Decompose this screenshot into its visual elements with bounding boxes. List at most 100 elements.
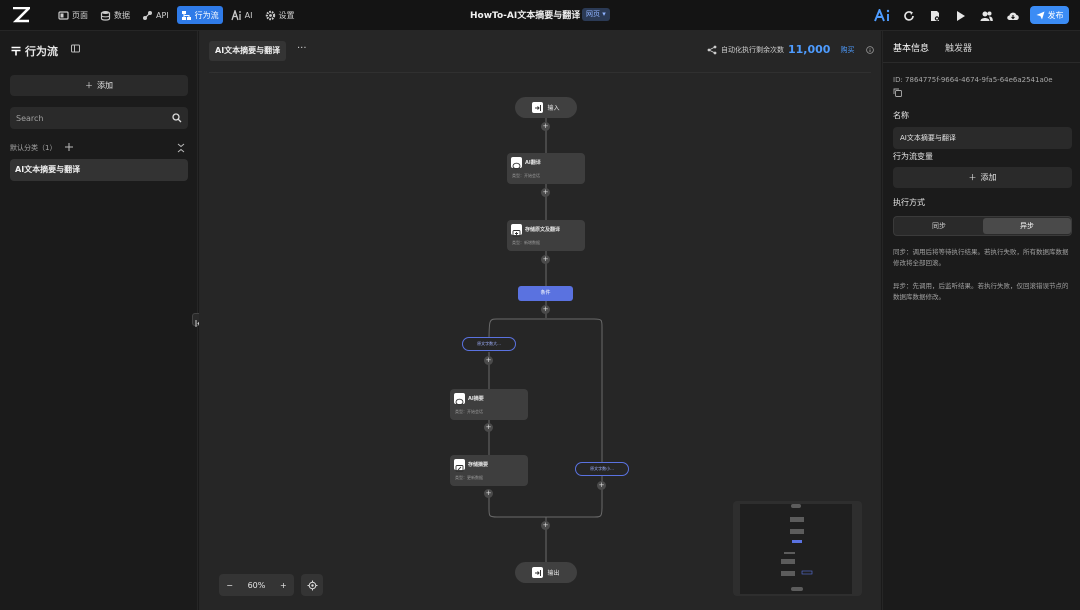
settings-doc-icon[interactable] xyxy=(926,7,943,24)
input-icon xyxy=(532,102,544,113)
nav-item-ai[interactable]: AI xyxy=(227,6,257,24)
node-type: 类型：新增数据 xyxy=(512,240,540,245)
panel-title: 行为流 xyxy=(11,43,58,59)
zoom-in-button[interactable]: + xyxy=(279,580,287,590)
database-icon xyxy=(100,10,111,21)
add-node-button[interactable]: + xyxy=(484,489,493,498)
nav-label: API xyxy=(156,10,169,20)
output-node[interactable]: 输出 xyxy=(515,562,577,583)
flow-canvas[interactable]: AI文本摘要与翻译 ··· 自动化执行剩余次数 11,000 购买 xyxy=(199,31,881,610)
node-title: 存储原文及翻译 xyxy=(525,227,561,233)
mode-async-option[interactable]: 异步 xyxy=(983,218,1071,234)
flow-tab[interactable]: AI文本摘要与翻译 xyxy=(209,41,287,61)
logo-icon[interactable] xyxy=(12,7,30,23)
name-label: 名称 xyxy=(893,111,909,120)
minimap[interactable] xyxy=(733,501,862,596)
nav-item-api[interactable]: API xyxy=(138,6,173,24)
play-icon[interactable] xyxy=(952,7,969,24)
add-node-button[interactable]: + xyxy=(541,521,550,530)
canvas-header: AI文本摘要与翻译 ··· 自动化执行剩余次数 11,000 购买 xyxy=(199,31,881,72)
add-node-button[interactable]: + xyxy=(541,188,550,197)
nav-label: 行为流 xyxy=(194,10,219,20)
nav-item-settings[interactable]: 设置 xyxy=(261,6,299,24)
nav-label: 设置 xyxy=(278,10,295,20)
branch-right[interactable]: 原文字数小... xyxy=(575,462,629,476)
add-flow-label: 添加 xyxy=(97,81,113,90)
add-category-icon[interactable] xyxy=(64,142,74,152)
api-icon xyxy=(143,10,152,20)
node-title: AI摘要 xyxy=(468,396,484,402)
store-summary-node[interactable]: 存储摘要 类型：更新数据 xyxy=(450,455,528,486)
node-type: 类型：开始会话 xyxy=(455,409,483,414)
locate-button[interactable] xyxy=(301,574,323,596)
ai-translate-node[interactable]: AI翻译 类型：开始会话 xyxy=(507,153,585,184)
buy-link[interactable]: 购买 xyxy=(840,45,855,54)
category-row[interactable]: 默认分类（1） xyxy=(10,143,188,155)
flow-list-item[interactable]: AI文本摘要与翻译 xyxy=(10,159,188,181)
more-options-button[interactable]: ··· xyxy=(297,43,307,54)
add-node-button[interactable]: + xyxy=(597,481,606,490)
divider xyxy=(209,72,871,73)
properties-tabs: 基本信息 触发器 xyxy=(883,31,1080,63)
minimap-nodes xyxy=(781,504,813,591)
add-variable-button[interactable]: ＋ 添加 xyxy=(893,167,1072,188)
gear-icon xyxy=(265,10,275,20)
collapse-category-icon[interactable] xyxy=(177,143,185,153)
add-node-button[interactable]: + xyxy=(541,305,550,314)
add-node-button[interactable]: + xyxy=(484,423,493,432)
node-type: 类型：更新数据 xyxy=(455,475,483,480)
crosshair-icon xyxy=(307,580,317,590)
mode-sync-option[interactable]: 同步 xyxy=(932,222,946,230)
cloud-download-icon[interactable] xyxy=(1004,7,1021,24)
zoom-control: − 60% + xyxy=(219,574,294,596)
users-icon[interactable] xyxy=(978,7,995,24)
left-panel: 行为流 ＋ 添加 默认分类（1） AI文本摘要与翻译 xyxy=(0,31,198,610)
info-icon[interactable] xyxy=(866,45,875,54)
database-add-icon xyxy=(511,224,522,237)
condition-node[interactable]: 条件 xyxy=(518,286,573,301)
output-node-label: 输出 xyxy=(547,570,560,577)
panel-title-text: 行为流 xyxy=(25,45,58,58)
publish-label: 发布 xyxy=(1047,10,1064,20)
zoom-out-button[interactable]: − xyxy=(226,580,233,590)
add-node-button[interactable]: + xyxy=(541,255,550,264)
book-icon[interactable] xyxy=(71,44,80,53)
add-variable-label: 添加 xyxy=(980,173,997,182)
tab-triggers[interactable]: 触发器 xyxy=(945,44,973,54)
input-node[interactable]: 输入 xyxy=(515,97,577,118)
platform-dropdown[interactable]: 网页 ▾ xyxy=(582,8,610,21)
chat-icon xyxy=(454,393,465,406)
nav-item-data[interactable]: 数据 xyxy=(96,6,134,24)
tab-basic-info[interactable]: 基本信息 xyxy=(893,44,930,54)
publish-button[interactable]: 发布 xyxy=(1030,6,1069,24)
copy-icon[interactable] xyxy=(893,88,902,97)
search-box xyxy=(10,107,188,129)
nav-item-pages[interactable]: 页面 xyxy=(54,6,92,24)
search-input[interactable] xyxy=(16,111,166,125)
quota-value: 11,000 xyxy=(788,43,831,56)
ai-assistant-icon[interactable] xyxy=(874,7,891,24)
nav-item-flow[interactable]: 行为流 xyxy=(176,6,223,24)
add-node-button[interactable]: + xyxy=(541,122,550,131)
category-label: 默认分类（1） xyxy=(10,144,57,152)
execution-mode-toggle: 同步 异步 xyxy=(893,216,1072,236)
nav-label: AI xyxy=(244,10,253,20)
page-icon xyxy=(58,10,69,20)
share-nodes-icon xyxy=(707,45,717,54)
branch-left[interactable]: 原文字数大... xyxy=(462,337,516,351)
async-description: 异步：先调用，后监听结果。若执行失败，仅回滚错误节点的数据库数据修改。 xyxy=(893,282,1069,301)
add-node-button[interactable]: + xyxy=(484,356,493,365)
refresh-icon[interactable] xyxy=(900,7,917,24)
quota-label: 自动化执行剩余次数 xyxy=(721,45,784,54)
search-icon[interactable] xyxy=(172,113,182,123)
variables-label: 行为流变量 xyxy=(893,152,933,161)
main-nav: 页面 数据 API 行为流 AI 设置 xyxy=(54,6,299,24)
ai-icon xyxy=(231,9,241,20)
execution-mode-label: 执行方式 xyxy=(893,198,925,207)
store-translation-node[interactable]: 存储原文及翻译 类型：新增数据 xyxy=(507,220,585,251)
name-field[interactable]: AI文本摘要与翻译 xyxy=(893,127,1072,149)
node-title: AI翻译 xyxy=(525,160,541,166)
ai-summary-node[interactable]: AI摘要 类型：开始会话 xyxy=(450,389,528,420)
add-flow-button[interactable]: ＋ 添加 xyxy=(10,75,188,96)
plus-icon: ＋ xyxy=(85,81,93,90)
